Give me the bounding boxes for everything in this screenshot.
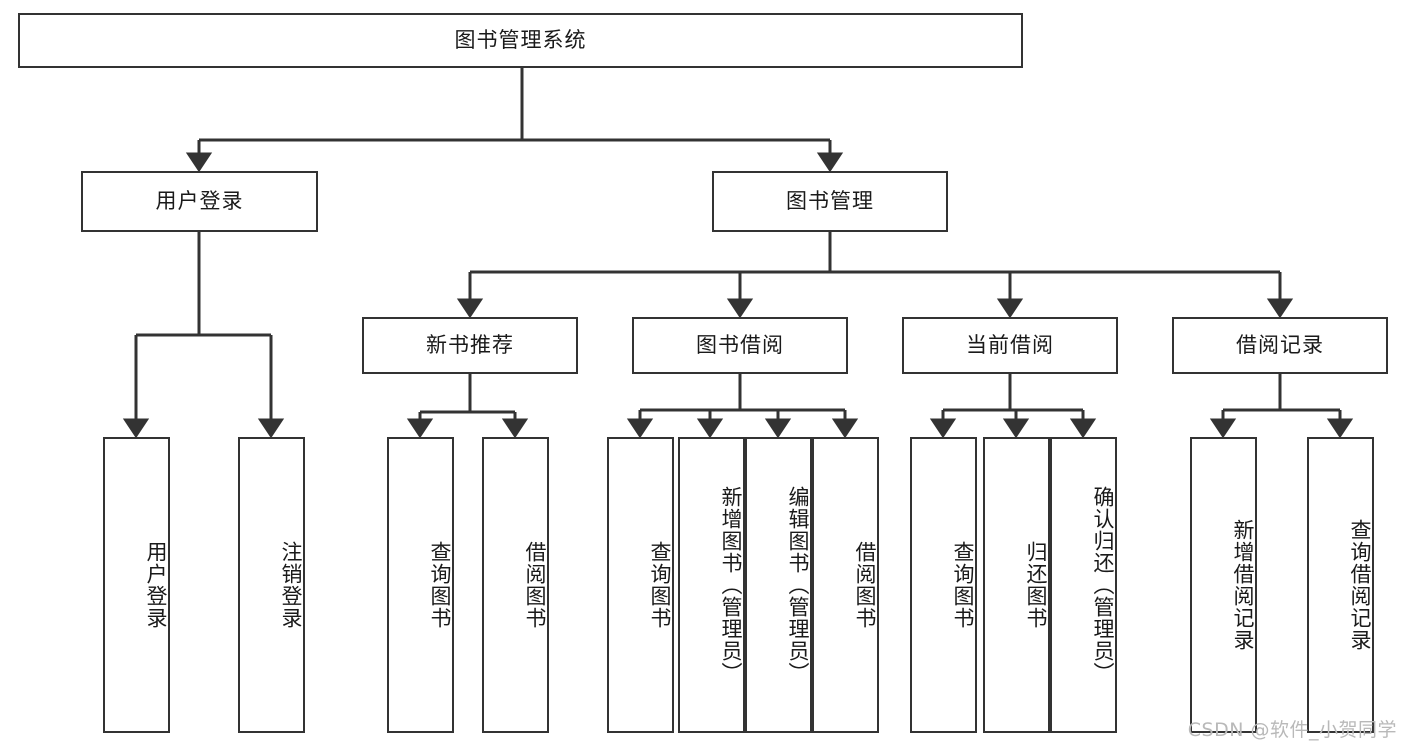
node-leaf-borrow-book-1[interactable]: 借阅图书 xyxy=(482,437,549,733)
node-leaf-confirm-return[interactable]: 确认归还（管理员） xyxy=(1050,437,1117,733)
node-book-borrow[interactable]: 图书借阅 xyxy=(632,317,848,374)
node-book-manage[interactable]: 图书管理 xyxy=(712,171,948,232)
node-leaf-confirm-return-label: 确认归还（管理员） xyxy=(1091,486,1115,684)
node-root-label: 图书管理系统 xyxy=(454,27,587,52)
node-leaf-return-book[interactable]: 归还图书 xyxy=(983,437,1050,733)
node-leaf-edit-book-label: 编辑图书（管理员） xyxy=(786,486,810,684)
node-leaf-borrow-book-2-label: 借阅图书 xyxy=(853,541,877,629)
node-leaf-user-login-label: 用户登录 xyxy=(144,541,168,629)
node-leaf-query-book-3[interactable]: 查询图书 xyxy=(910,437,977,733)
node-leaf-query-book-2[interactable]: 查询图书 xyxy=(607,437,674,733)
watermark-text: CSDN @软件_小贺同学 xyxy=(1187,719,1397,741)
node-leaf-query-record[interactable]: 查询借阅记录 xyxy=(1307,437,1374,733)
node-leaf-logout-label: 注销登录 xyxy=(279,541,303,629)
node-leaf-borrow-book-2[interactable]: 借阅图书 xyxy=(812,437,879,733)
node-leaf-edit-book[interactable]: 编辑图书（管理员） xyxy=(745,437,812,733)
node-current-borrow[interactable]: 当前借阅 xyxy=(902,317,1118,374)
node-user-login-label: 用户登录 xyxy=(155,188,244,213)
node-leaf-query-book-3-label: 查询图书 xyxy=(951,541,975,629)
node-leaf-query-book-2-label: 查询图书 xyxy=(648,541,672,629)
node-new-book-recommend[interactable]: 新书推荐 xyxy=(362,317,578,374)
node-leaf-query-book-1[interactable]: 查询图书 xyxy=(387,437,454,733)
node-leaf-query-book-1-label: 查询图书 xyxy=(428,541,452,629)
node-new-book-recommend-label: 新书推荐 xyxy=(426,332,514,357)
node-leaf-add-record-label: 新增借阅记录 xyxy=(1231,519,1255,651)
node-leaf-add-book-label: 新增图书（管理员） xyxy=(719,486,743,684)
node-user-login[interactable]: 用户登录 xyxy=(81,171,318,232)
node-leaf-borrow-book-1-label: 借阅图书 xyxy=(523,541,547,629)
node-leaf-user-login[interactable]: 用户登录 xyxy=(103,437,170,733)
node-root[interactable]: 图书管理系统 xyxy=(18,13,1023,68)
node-borrow-record-label: 借阅记录 xyxy=(1236,332,1324,357)
node-leaf-add-record[interactable]: 新增借阅记录 xyxy=(1190,437,1257,733)
node-leaf-add-book[interactable]: 新增图书（管理员） xyxy=(678,437,745,733)
node-book-borrow-label: 图书借阅 xyxy=(696,332,784,357)
node-book-manage-label: 图书管理 xyxy=(786,188,874,213)
node-borrow-record[interactable]: 借阅记录 xyxy=(1172,317,1388,374)
node-leaf-return-book-label: 归还图书 xyxy=(1024,541,1048,629)
node-leaf-logout[interactable]: 注销登录 xyxy=(238,437,305,733)
node-leaf-query-record-label: 查询借阅记录 xyxy=(1348,519,1372,651)
node-current-borrow-label: 当前借阅 xyxy=(966,332,1054,357)
